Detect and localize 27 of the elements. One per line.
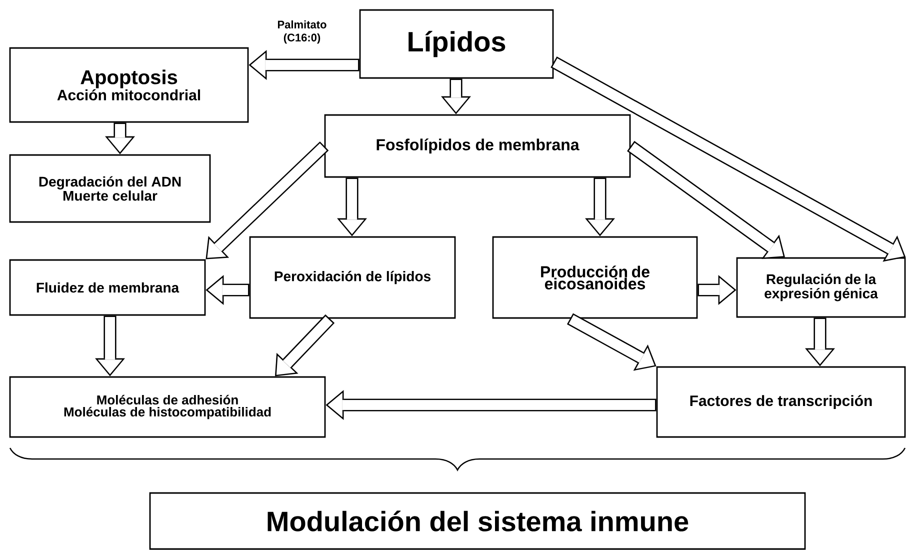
- block-arrow: [627, 140, 785, 259]
- process-box: Moléculas de adhesión Moléculas de histocompatibilidad: [9, 376, 326, 438]
- block-arrow: [248, 50, 360, 80]
- block-arrow: [275, 314, 335, 376]
- block-arrow: [585, 178, 615, 236]
- block-arrow: [550, 56, 906, 262]
- block-arrow: [698, 275, 736, 305]
- block-arrow: [441, 78, 471, 114]
- block-arrow: [206, 141, 329, 260]
- block-arrow: [95, 316, 125, 376]
- block-arrow: [105, 122, 135, 154]
- block-arrow: [337, 178, 367, 236]
- block-arrow: [326, 390, 656, 420]
- result-box: Modulación del sistema inmune: [149, 492, 806, 550]
- process-box: Producción de eicosanoides: [492, 236, 698, 319]
- process-box: Factores de transcripción: [656, 366, 906, 438]
- process-box: Fluidez de membrana: [9, 259, 206, 316]
- block-arrow: [805, 318, 835, 366]
- process-box: Regulación de la expresión génica: [736, 257, 906, 318]
- process-box: Fosfolípidos de membrana: [324, 114, 631, 178]
- edge-label: Palmitato (C16:0): [278, 20, 326, 44]
- block-arrow: [206, 275, 250, 305]
- block-arrow: [566, 313, 656, 371]
- process-box: Degradación del ADN Muerte celular: [9, 154, 211, 223]
- process-box: Apoptosis Acción mitocondrial: [9, 47, 249, 123]
- process-box: Peroxidación de lípidos: [249, 236, 456, 319]
- title-box: Lípidos: [359, 9, 554, 79]
